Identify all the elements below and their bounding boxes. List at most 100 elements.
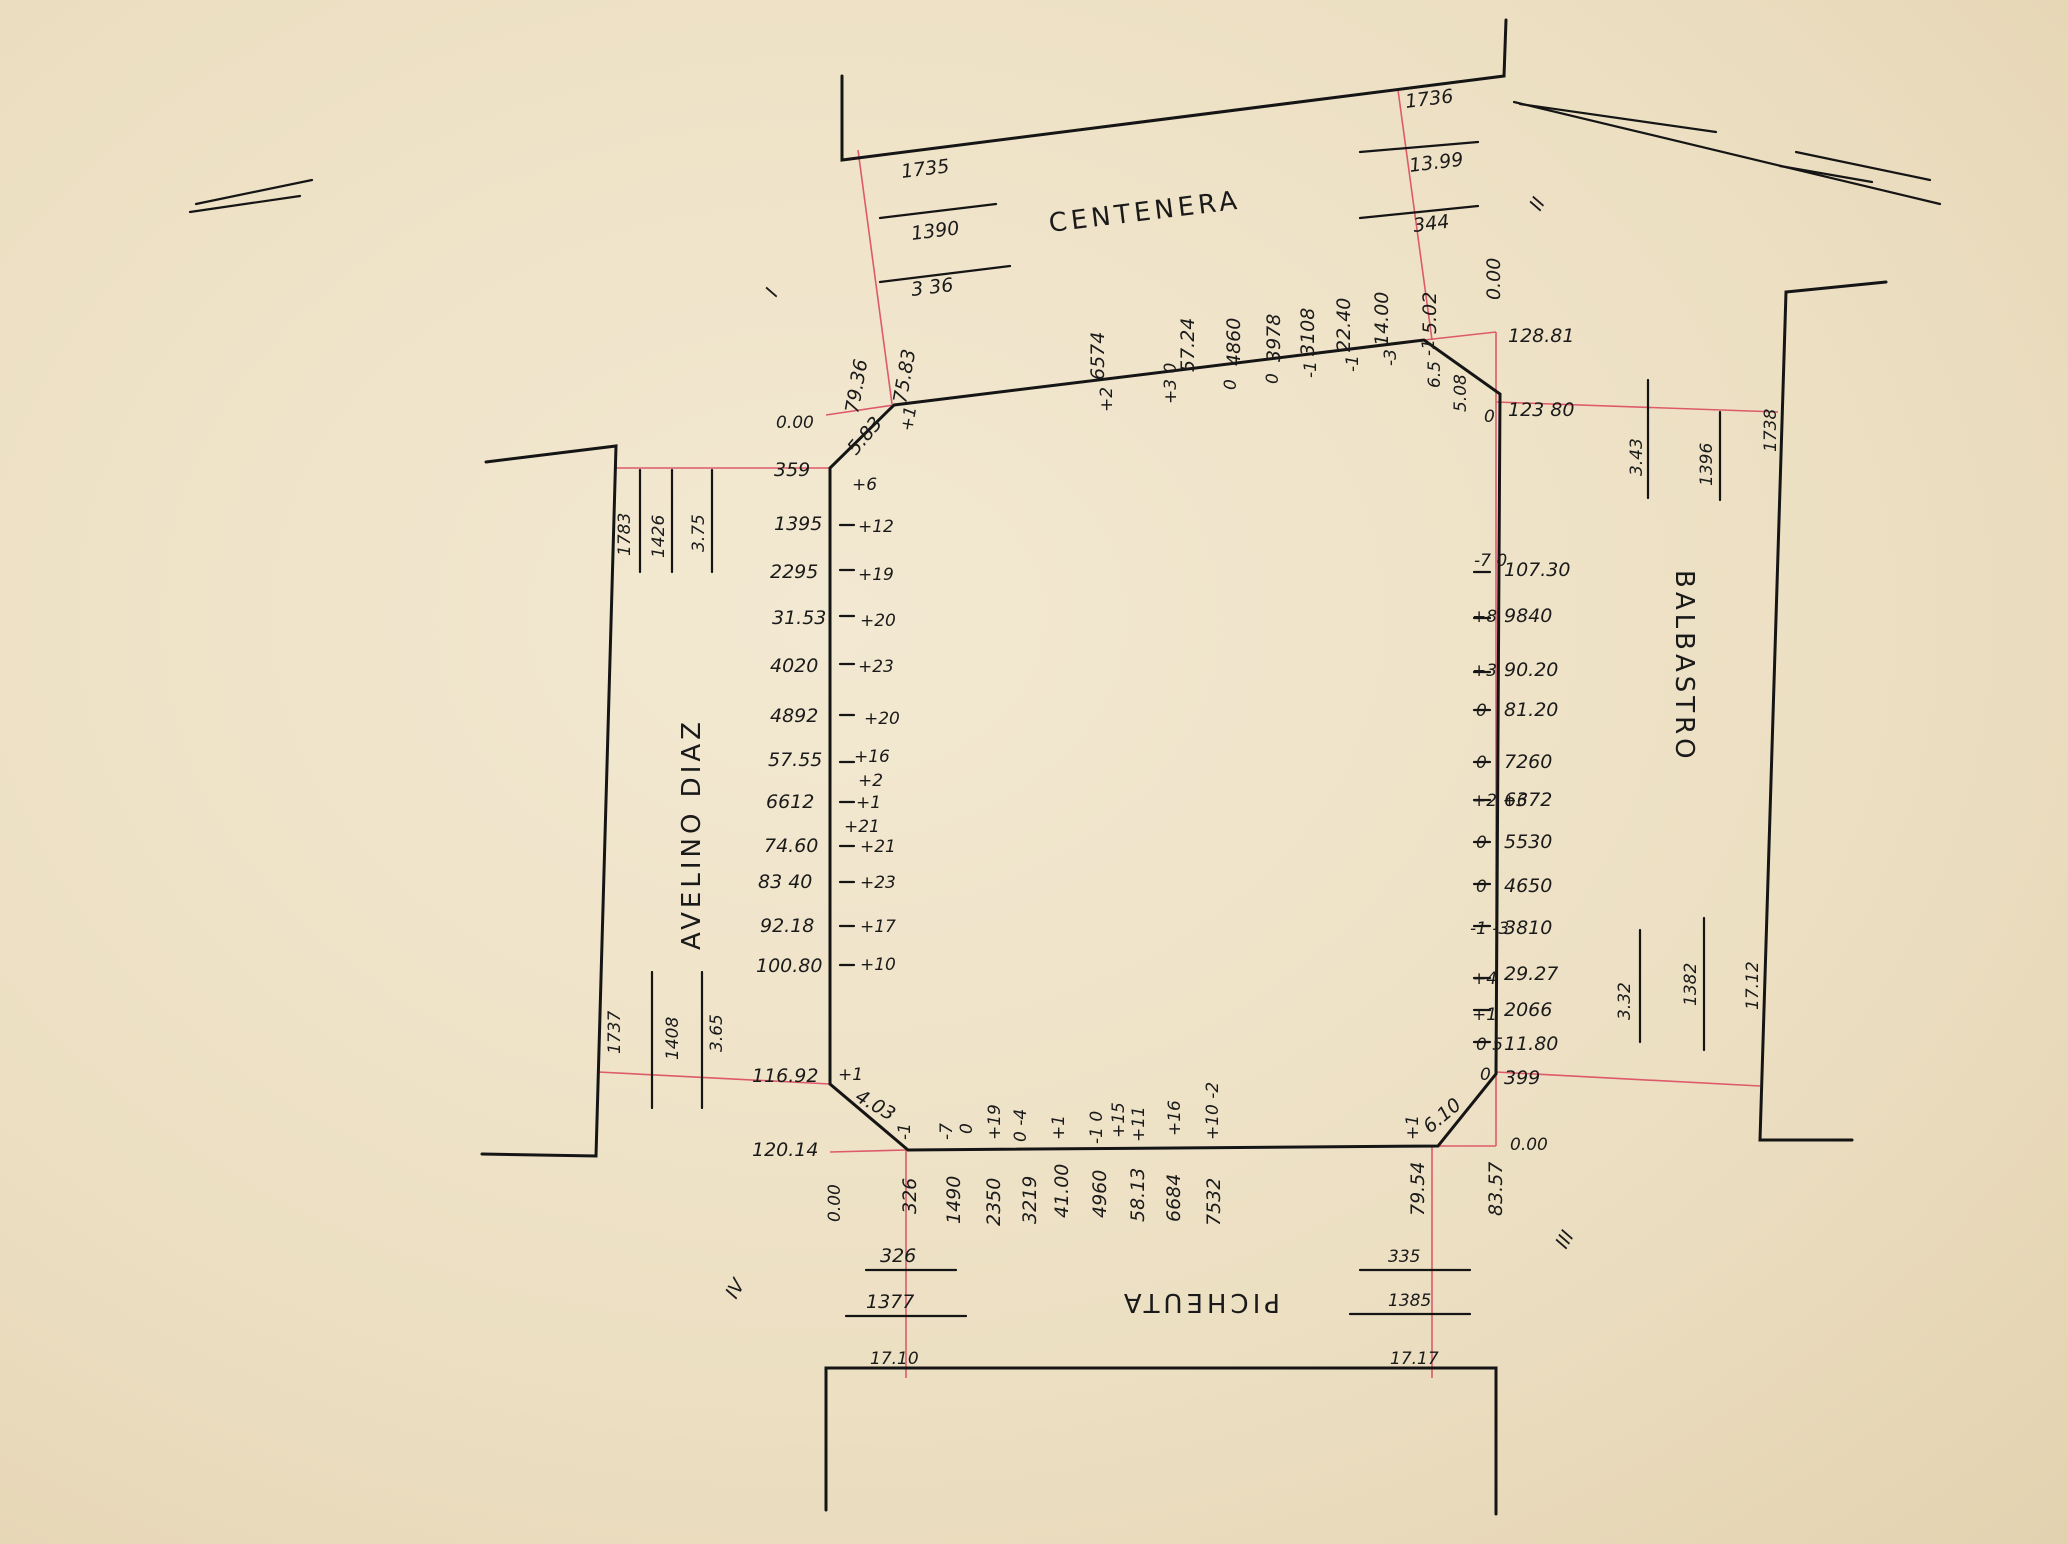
corner-mark-se: III: [1551, 1227, 1579, 1253]
east-row-3-offset: 0: [1476, 701, 1487, 721]
west-stack-bottom-1: 1408: [663, 1017, 683, 1060]
south-offset-5: +1: [1049, 1115, 1069, 1140]
west-corner-bottom-2: 4.03: [852, 1085, 900, 1125]
west-stack-top-2: 3.75: [689, 514, 709, 552]
north-offset-2: 0: [1221, 379, 1241, 390]
east-row-2-offset: +3: [1472, 661, 1497, 681]
west-stack-bottom-0: 1737: [605, 1011, 625, 1054]
south-offset-6: -1 0: [1087, 1111, 1107, 1144]
street-name-west: AVELINO DIAZ: [677, 718, 707, 950]
west-row-8-offset: +2: [858, 771, 883, 791]
south-chainage-3: 2350: [983, 1178, 1005, 1226]
west-side-labels: 1783 1426 3.75 1737 1408 3.65 0.00 359 +…: [605, 413, 900, 1161]
ref-line-sw-bottom: [829, 1149, 907, 1153]
east-row-2-chain: 90.20: [1504, 659, 1558, 681]
west-stack-bottom-2: 3.65: [707, 1014, 727, 1052]
west-row-5-offset: +23: [858, 657, 894, 677]
north-chainage-1: 57.24: [1177, 318, 1199, 372]
east-row-12-offset: 0: [1480, 1065, 1491, 1085]
south-right-stack-0: 335: [1388, 1247, 1420, 1267]
west-corner-bottom-3: 120.14: [752, 1139, 818, 1161]
east-stack-top-1: 1396: [1697, 443, 1717, 486]
north-corner-right-3: 0: [1484, 407, 1495, 427]
street-name-north: CENTENERA: [1047, 186, 1242, 239]
south-street-line: [824, 1366, 1498, 1516]
west-corner-bottom-0: 116.92: [752, 1065, 818, 1087]
west-stack-top-1: 1426: [649, 515, 669, 558]
north-offset-5: -1: [1343, 355, 1363, 372]
west-row-4-offset: +20: [860, 611, 896, 631]
nw-margin-mark-2: [188, 194, 302, 214]
west-corner-bottom-1: +1: [838, 1065, 863, 1085]
south-chainage-6: 4960: [1089, 1170, 1111, 1218]
north-chainage-3: 3978: [1263, 314, 1285, 362]
north-offset-3: 0: [1263, 373, 1283, 384]
ref-line-ne-top: [1423, 331, 1497, 341]
south-chainage-7: 58.13: [1127, 1168, 1149, 1222]
north-chainage-2: 4860: [1223, 318, 1245, 366]
south-offset-4: 0 -4: [1011, 1109, 1031, 1142]
south-chainage-2: 1490: [943, 1176, 965, 1224]
west-row-8-chain: 6612: [766, 791, 814, 813]
west-row-9-chain: 74.60: [764, 835, 818, 857]
street-name-east: BALBASTRO: [1669, 570, 1699, 763]
ne-diagonal-line-3: [1794, 150, 1932, 182]
corner-mark-sw: IV: [721, 1274, 750, 1303]
west-row-3-offset: +19: [858, 565, 894, 585]
east-row-9-chain: 29.27: [1504, 963, 1558, 985]
south-side-labels: 0.00 326 1490 2350 3219 41.00 4960 58.13…: [825, 1082, 1507, 1369]
east-side-labels: 3.43 1396 1738 3.32 1382 17.12 107.30 -7…: [1470, 409, 1781, 1155]
ref-line-ne-vertical: [1397, 89, 1433, 341]
east-row-8-chain: 3810: [1504, 917, 1552, 939]
west-row-10-chain: 83 40: [758, 871, 812, 893]
west-row-2-offset: +12: [858, 517, 894, 537]
north-chainage-6: 14.00: [1371, 292, 1393, 346]
south-left-stack-0: 326: [880, 1245, 916, 1267]
south-chainage-11: 83.57: [1485, 1162, 1507, 1216]
east-row-12-chain: 399: [1504, 1067, 1540, 1089]
west-row-2-chain: 1395: [774, 513, 822, 535]
north-offset-6: -3: [1381, 349, 1401, 366]
east-row-6-chain: 5530: [1504, 831, 1552, 853]
south-offset-9: +16: [1165, 1100, 1185, 1136]
west-row-6-offset: +20: [864, 709, 900, 729]
block-outline: [828, 338, 1502, 1152]
east-stack-bottom-0: 3.32: [1615, 982, 1635, 1020]
east-row-0-offset: -7 0: [1474, 551, 1507, 571]
north-chainage-8: 0.00: [1483, 258, 1505, 300]
south-chainage-5: 41.00: [1051, 1164, 1073, 1218]
north-corner-left-1: 75.83: [889, 347, 920, 404]
west-row-1-chain: 359: [774, 459, 810, 481]
ref-line-w-bottom: [597, 1071, 831, 1085]
south-chainage-1: 326: [899, 1178, 921, 1214]
north-chainage-0: 6574: [1087, 332, 1109, 380]
dimension-stack-lines: [638, 140, 1722, 1318]
east-row-4-offset: 0: [1476, 753, 1487, 773]
north-chainage-7: 5.02: [1419, 292, 1441, 334]
south-offset-10: +10 -2: [1203, 1082, 1223, 1140]
west-extra-offset-1: +21: [844, 817, 880, 837]
north-offset-7: -1: [1419, 339, 1439, 356]
east-row-3-chain: 81.20: [1504, 699, 1558, 721]
north-right-stack-0: 1736: [1404, 85, 1455, 113]
north-corner-left-0: 79.36: [841, 357, 872, 414]
west-stack-top-0: 1783: [615, 513, 635, 556]
west-row-12-chain: 100.80: [756, 955, 822, 977]
east-row-8-offset: -1 -3: [1470, 919, 1509, 939]
south-chainage-4: 3219: [1019, 1176, 1041, 1224]
south-offset-7: +15: [1109, 1102, 1129, 1138]
south-chainage-8: 6684: [1163, 1174, 1185, 1222]
north-chainage-4: 3108: [1297, 308, 1319, 356]
east-row-11-chain: 11.80: [1504, 1033, 1558, 1055]
south-chainage-10: 79.54: [1407, 1162, 1429, 1216]
south-corner-right-1: +1: [1403, 1115, 1423, 1140]
east-row-7-offset: 0: [1476, 877, 1487, 897]
north-corner-right-0: 128.81: [1508, 325, 1574, 347]
north-right-stack-2: 344: [1412, 211, 1451, 237]
south-offset-0: -1: [895, 1123, 915, 1140]
east-row-0-chain: 107.30: [1504, 559, 1570, 581]
east-row-1-offset: +8: [1472, 607, 1497, 627]
north-corner-right-2: 6.5: [1425, 361, 1445, 388]
east-row-6-offset: 0: [1476, 833, 1487, 853]
